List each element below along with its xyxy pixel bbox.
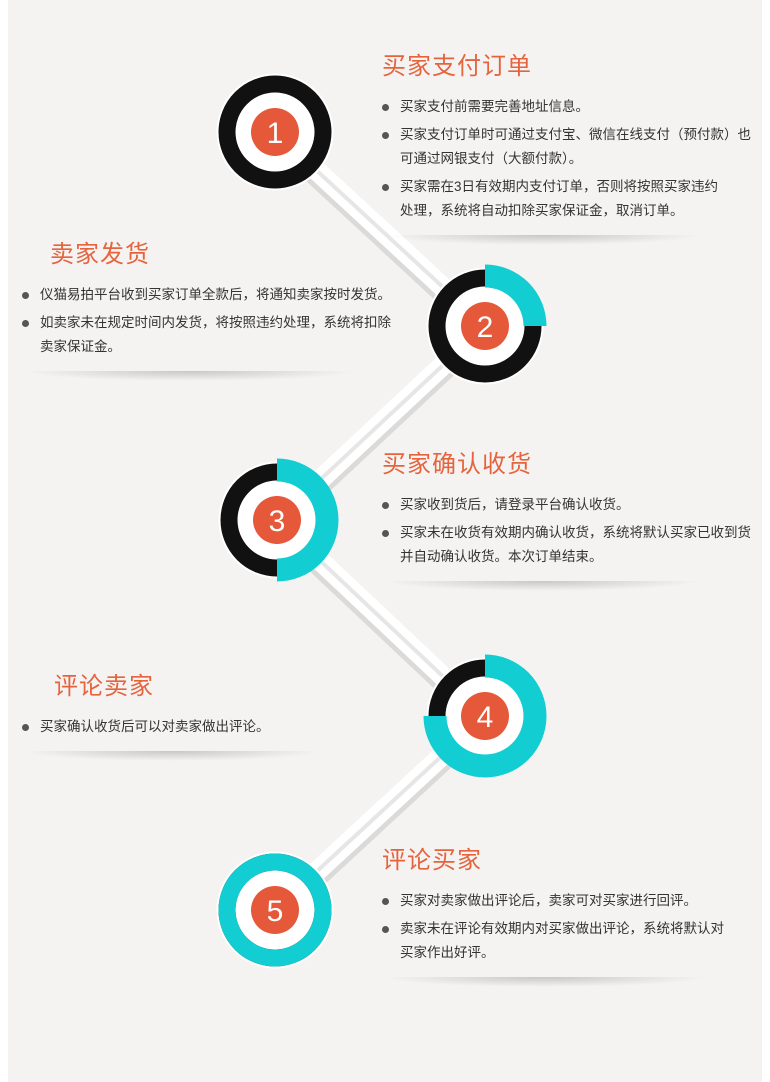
step-4-list: 买家确认收货后可以对卖家做出评论。 [22, 715, 342, 739]
step-1-number: 1 [267, 117, 284, 150]
step-2-number-circle [461, 302, 509, 350]
step-1-list: 买家支付前需要完善地址信息。 买家支付订单时可通过支付宝、微信在线支付（预付款）… [382, 95, 764, 223]
step-2-item: 仪猫易拍平台收到买家订单全款后，将通知卖家按时发货。 [22, 283, 417, 307]
step-5-number: 5 [267, 895, 284, 928]
step-3-number: 3 [269, 505, 286, 538]
step-3-underline [382, 581, 702, 591]
step-2-ring-progress [484, 264, 547, 327]
step-2-text: 卖家发货 仪猫易拍平台收到买家订单全款后，将通知卖家按时发货。 如卖家未在规定时… [22, 234, 417, 381]
step-4-item: 买家确认收货后可以对卖家做出评论。 [22, 715, 342, 739]
step-5-text: 评论买家 买家对卖家做出评论后，卖家可对买家进行回评。 卖家未在评论有效期内对买… [382, 840, 727, 987]
step-3-text: 买家确认收货 买家收到货后，请登录平台确认收货。 买家未在收货有效期内确认收货，… [382, 444, 752, 591]
step-5-number-circle [251, 886, 299, 934]
step-2-underline [22, 371, 357, 381]
step-3-list: 买家收到货后，请登录平台确认收货。 买家未在收货有效期内确认收货，系统将默认买家… [382, 493, 752, 569]
step-2-number: 2 [477, 311, 494, 344]
step-3-item: 买家未在收货有效期内确认收货，系统将默认买家已收到货并自动确认收货。本次订单结束… [382, 521, 752, 569]
step-1-item: 买家需在3日有效期内支付订单，否则将按照买家违约处理，系统将自动扣除买家保证金，… [382, 175, 764, 223]
step-5-underline [382, 977, 707, 987]
step-4-ring-progress [423, 654, 547, 778]
step-4-title: 评论卖家 [54, 673, 154, 700]
step-3-title: 买家确认收货 [382, 451, 532, 478]
progress-rings: 1 2 3 4 5 [216, 73, 547, 969]
step-1-number-circle [251, 108, 299, 156]
step-1-item: 买家支付前需要完善地址信息。 [382, 95, 764, 119]
step-4-underline [22, 751, 322, 761]
step-5-item: 卖家未在评论有效期内对买家做出评论，系统将默认对买家作出好评。 [382, 917, 727, 965]
step-5-ring-progress [218, 853, 332, 967]
step-1-ring-track [218, 75, 332, 189]
step-4-number: 4 [477, 701, 494, 734]
step-3-number-circle [253, 496, 301, 544]
step-3-item: 买家收到货后，请登录平台确认收货。 [382, 493, 752, 517]
step-2-list: 仪猫易拍平台收到买家订单全款后，将通知卖家按时发货。 如卖家未在规定时间内发货，… [22, 283, 417, 359]
step-2-title: 卖家发货 [50, 241, 150, 268]
step-1-item: 买家支付订单时可通过支付宝、微信在线支付（预付款）也可通过网银支付（大额付款）。 [382, 123, 764, 171]
step-5-list: 买家对卖家做出评论后，卖家可对买家进行回评。 卖家未在评论有效期内对买家做出评论… [382, 889, 727, 965]
step-5-item: 买家对卖家做出评论后，卖家可对买家进行回评。 [382, 889, 727, 913]
step-1-text: 买家支付订单 买家支付前需要完善地址信息。 买家支付订单时可通过支付宝、微信在线… [382, 46, 764, 245]
step-4-text: 评论卖家 买家确认收货后可以对卖家做出评论。 [22, 666, 342, 761]
step-1-title: 买家支付订单 [382, 53, 532, 80]
step-5-title: 评论买家 [382, 847, 482, 874]
step-3-ring-progress [276, 458, 339, 582]
step-4-number-circle [461, 692, 509, 740]
step-2-item: 如卖家未在规定时间内发货，将按照违约处理，系统将扣除卖家保证金。 [22, 311, 417, 359]
step-1-underline [382, 235, 704, 245]
